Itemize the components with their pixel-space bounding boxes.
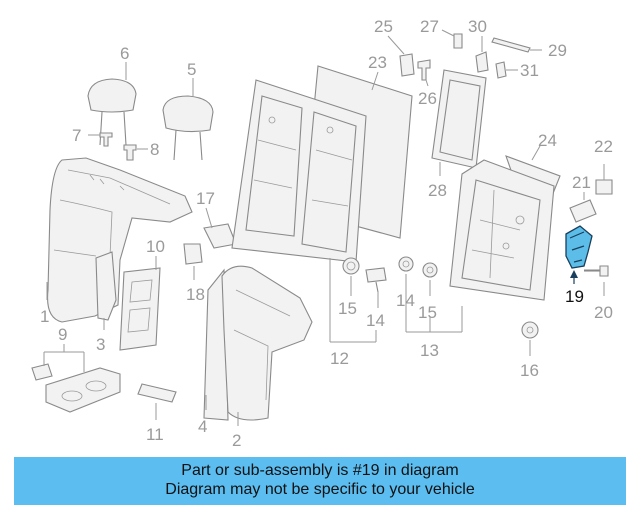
part-9-bracket[interactable] [31,363,53,381]
callout-22: 22 [594,137,613,156]
callout-23: 23 [368,53,387,72]
parts-diagram: 6 5 7 8 1 3 10 9 [31,17,613,450]
part-25-bracket[interactable] [399,53,415,77]
callout-8: 8 [150,140,159,159]
callout-10: 10 [146,237,165,256]
callout-1: 1 [40,307,49,326]
callout-19: 19 [565,287,584,306]
part-14-pin-right[interactable] [398,256,414,272]
callout-15-left: 15 [338,299,357,318]
callout-31: 31 [520,61,539,80]
callout-30: 30 [468,17,487,36]
callout-13: 13 [420,341,439,360]
part-11-pad[interactable] [137,383,177,403]
callout-27: 27 [420,17,439,36]
part-8-guide[interactable] [123,144,137,161]
callout-14-left: 14 [366,311,385,330]
part-28-panel-frame[interactable] [431,69,487,169]
part-26-bolt[interactable] [417,59,431,81]
part-6-headrest[interactable] [87,78,137,146]
part-4-trim[interactable] [203,268,229,421]
part-7-guide[interactable] [99,132,113,147]
part-9-cup-holder[interactable] [45,367,121,413]
callout-17: 17 [196,189,215,208]
part-3-trim[interactable] [95,251,117,321]
callout-9: 9 [58,325,67,344]
part-14-pin[interactable] [365,267,387,293]
part-15-bushing-right[interactable] [422,262,438,278]
callout-5: 5 [187,60,196,79]
part-18-clip[interactable] [183,243,203,265]
callout-3: 3 [96,335,105,354]
callout-6: 6 [120,44,129,63]
callout-2: 2 [232,431,241,450]
callout-14-right: 14 [396,291,415,310]
callout-15-right: 15 [418,303,437,322]
callout-24: 24 [538,131,557,150]
callout-4: 4 [198,417,207,436]
part-5-headrest[interactable] [162,95,214,161]
part-31-clip[interactable] [495,61,507,79]
callout-16: 16 [520,361,539,380]
part-1-seat-cushion[interactable] [47,157,193,323]
part-12-seat-back-frame[interactable] [231,79,367,263]
callout-25: 25 [374,17,393,36]
callout-28: 28 [428,181,447,200]
callout-21: 21 [572,173,591,192]
part-29-rod[interactable] [491,37,531,53]
banner-line-1: Part or sub-assembly is #19 in diagram [181,462,459,479]
part-30-clip[interactable] [475,51,489,73]
part-27-clip[interactable] [453,33,463,49]
part-15-bushing[interactable] [342,257,360,275]
callout-20: 20 [594,303,613,322]
part-10-armrest-frame[interactable] [119,267,161,351]
info-banner: Part or sub-assembly is #19 in diagram D… [14,457,626,505]
part-20-screw[interactable] [584,265,609,277]
callout-26: 26 [418,89,437,108]
callout-7: 7 [72,126,81,145]
callout-29: 29 [548,41,567,60]
part-22-clip[interactable] [595,179,613,195]
part-16-grommet[interactable] [521,321,539,339]
part-19-hinge-cover[interactable] [565,225,593,269]
part-17-bracket[interactable] [203,223,237,249]
part-21-bracket[interactable] [569,199,597,223]
part-2-seat-back-cover[interactable] [221,265,313,421]
callout-18: 18 [186,285,205,304]
callout-11: 11 [146,425,164,444]
banner-line-2: Diagram may not be specific to your vehi… [165,481,475,498]
callout-12: 12 [330,349,349,368]
part-13-seat-back-frame[interactable] [449,159,555,301]
